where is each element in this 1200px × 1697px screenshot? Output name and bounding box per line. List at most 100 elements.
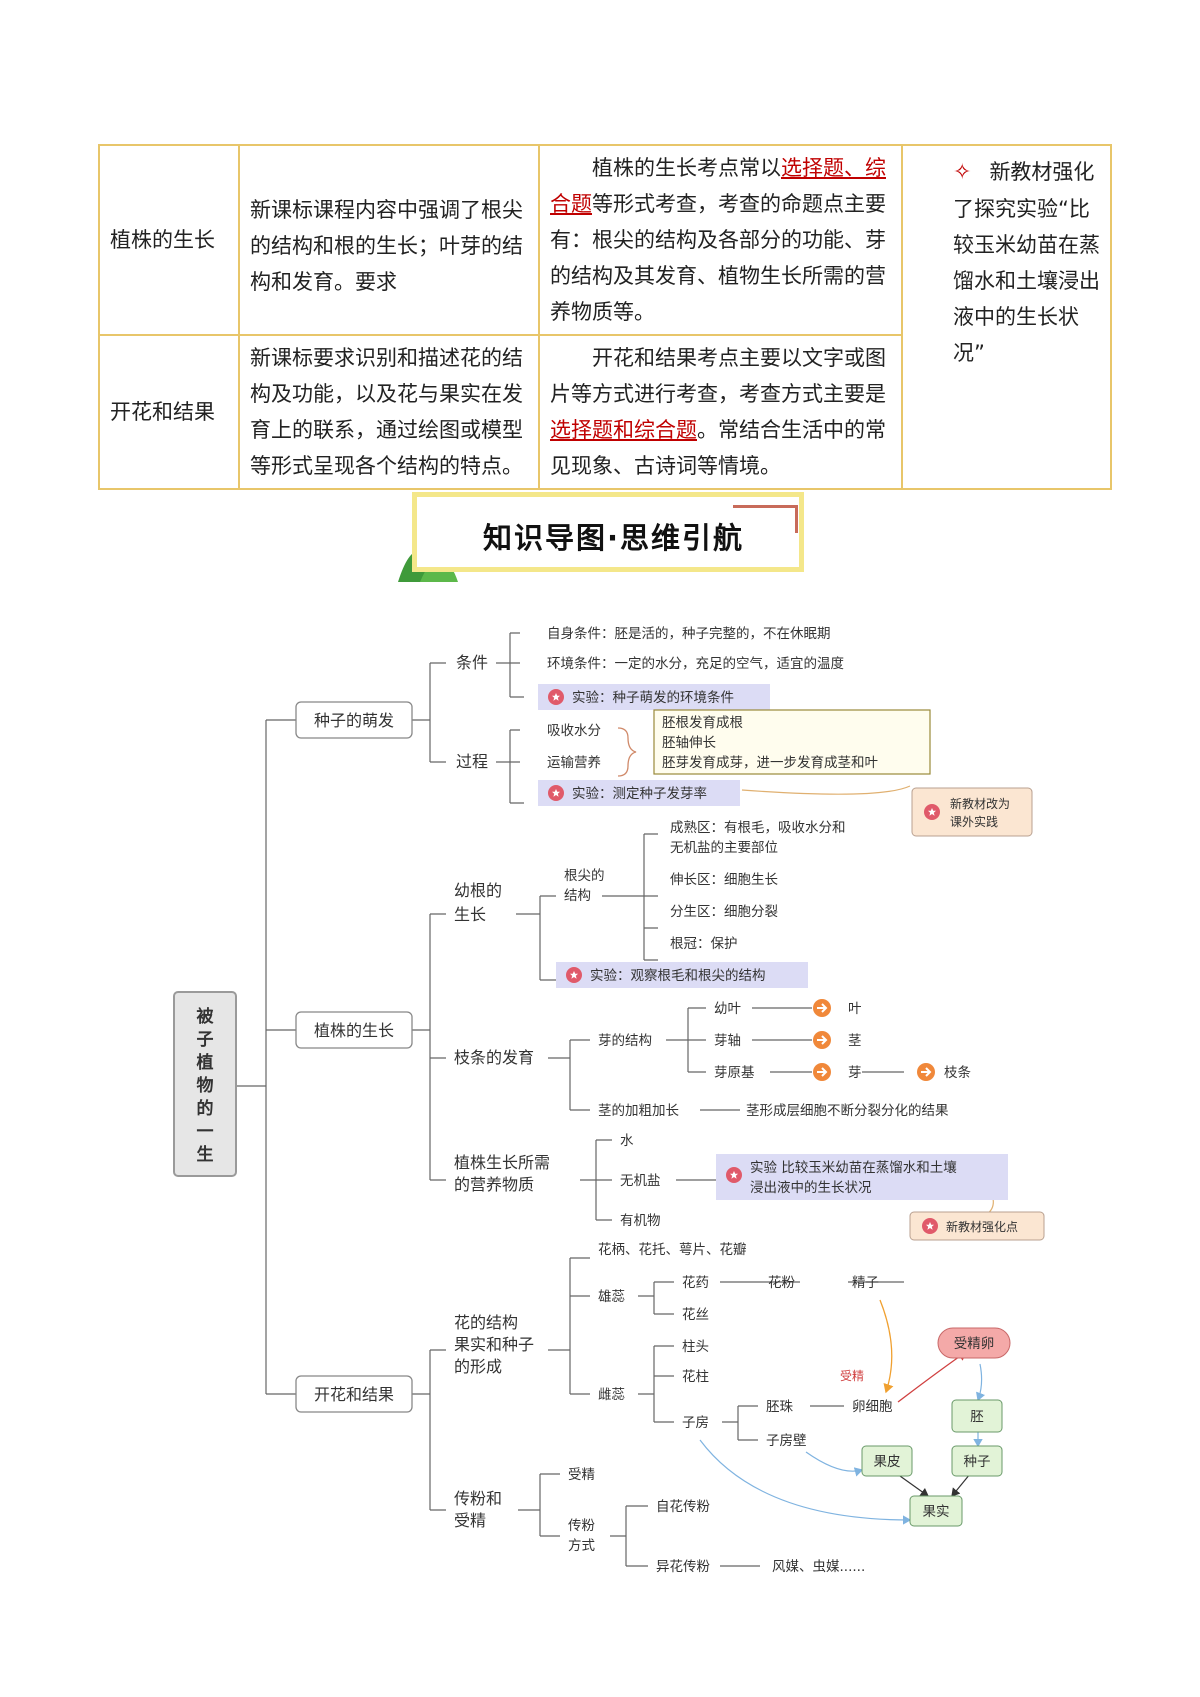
node-seed: 种子 xyxy=(964,1454,991,1470)
exam-text: 等形式考查，考查的命题点主要有：根尖的结构及各部分的功能、芽的结构及其发育、植物… xyxy=(550,192,886,324)
node-root-cap: 根冠：保护 xyxy=(670,936,738,952)
node-bud-axis: 芽轴 xyxy=(714,1033,741,1049)
table-row: 植株的生长 新课标课程内容中强调了根尖的结构和根的生长；叶芽的结构和发育。要求 … xyxy=(98,144,1112,490)
node-plumule: 胚芽发育成芽，进一步发育成茎和叶 xyxy=(662,755,878,771)
node-branch: 枝条 xyxy=(944,1064,972,1081)
exam-text: 开花和结果考点主要以文字或图片等方式进行考查，考查方式主要是 xyxy=(550,346,886,406)
node-flower-parts: 花柄、花托、萼片、花瓣 xyxy=(598,1242,747,1258)
node-self-condition: 自身条件：胚是活的，种子完整的，不在休眠期 xyxy=(547,625,831,642)
root-node: 被 子 植 物 的 一 生 xyxy=(173,991,237,1177)
node-ovary: 子房 xyxy=(682,1415,709,1431)
requirement-cell: 新课标课程内容中强调了根尖的结构和根的生长；叶芽的结构和发育。要求 xyxy=(238,144,540,336)
node-pollination: 传粉和 xyxy=(454,1489,502,1508)
node-pistil: 雌蕊 xyxy=(598,1387,626,1403)
node-meristem-zone: 分生区：细胞分裂 xyxy=(670,904,778,920)
note-new-textbook-focus: 新教材强化点 xyxy=(946,1219,1018,1234)
node-seed-germination: 种子的萌发 xyxy=(314,711,394,730)
node-hypocotyl: 胚轴伸长 xyxy=(662,735,716,751)
node-flowering-fruiting: 开花和结果 xyxy=(314,1385,394,1404)
node-pollination-method: 方式 xyxy=(568,1538,596,1554)
node-flower-structure: 花的结构 xyxy=(454,1313,518,1332)
node-cambium: 茎形成层细胞不断分裂分化的结果 xyxy=(746,1103,949,1119)
node-bud-primordium: 芽原基 xyxy=(714,1064,755,1081)
note-new-textbook: 新教材改为 xyxy=(950,796,1010,811)
flower-branch: 花的结构 果实和种子 的形成 花柄、花托、萼片、花瓣 雄蕊 花药 花粉 精子 花… xyxy=(454,1242,1011,1575)
note-text: 新教材强化了探究实验“比较玉米幼苗在蒸馏水和土壤浸出液中的生长状况” xyxy=(953,160,1100,365)
node-experiment-corn: 实验 比较玉米幼苗在蒸馏水和土壤 xyxy=(750,1159,957,1176)
node-stem: 茎 xyxy=(848,1033,862,1049)
node-nutrients: 的营养物质 xyxy=(454,1175,534,1194)
label-fertilization: 受精 xyxy=(840,1369,864,1383)
topic-cell: 开花和结果 xyxy=(98,334,240,490)
node-experiment-germination: 实验：种子萌发的环境条件 xyxy=(572,689,734,706)
node-self-pollination: 自花传粉 xyxy=(656,1499,710,1515)
table-row: 开花和结果 新课标要求识别和描述花的结构及功能，以及花与果实在发育上的联系，通过… xyxy=(98,334,1111,490)
node-maturation-zone: 成熟区：有根毛，吸收水分和 xyxy=(670,820,846,836)
node-style: 花柱 xyxy=(682,1369,709,1385)
star-badge-icon xyxy=(922,1218,938,1234)
star-badge-icon xyxy=(726,1167,742,1183)
node-env-condition: 环境条件：一定的水分，充足的空气，适宜的温度 xyxy=(547,655,844,672)
banner-title: 知识导图·思维引航 xyxy=(483,521,745,555)
node-ovary-wall: 子房壁 xyxy=(766,1433,807,1449)
section-banner: 知识导图·思维引航 xyxy=(412,492,804,572)
exam-cell: 开花和结果考点主要以文字或图片等方式进行考查，考查方式主要是选择题和综合题。常结… xyxy=(538,334,903,490)
exam-text: 植株的生长考点常以 xyxy=(592,156,781,180)
node-sperm: 精子 xyxy=(852,1275,879,1291)
node-bud-structure: 芽的结构 xyxy=(598,1033,652,1049)
node-conditions: 条件 xyxy=(456,653,488,672)
root-char: 植 xyxy=(197,1052,214,1073)
star-badge-icon xyxy=(548,785,564,801)
node-root-growth: 幼根的 xyxy=(454,881,502,900)
exam-info-table: 植株的生长 新课标课程内容中强调了根尖的结构和根的生长；叶芽的结构和发育。要求 … xyxy=(98,144,1112,490)
exam-highlight: 选择题和综合题 xyxy=(550,418,697,442)
node-egg-cell: 卵细胞 xyxy=(852,1399,893,1415)
root-char: 生 xyxy=(197,1144,214,1165)
root-char: 一 xyxy=(197,1122,214,1142)
connector-lines xyxy=(236,632,994,1567)
node-radicle: 胚根发育成根 xyxy=(662,715,743,731)
root-char: 物 xyxy=(197,1075,214,1096)
seed-branch: 条件 自身条件：胚是活的，种子完整的，不在休眠期 环境条件：一定的水分，充足的空… xyxy=(456,625,1033,837)
orange-arrow-icon xyxy=(813,1031,831,1049)
node-root-growth: 生长 xyxy=(454,905,486,924)
node-fertilization: 受精 xyxy=(568,1467,595,1483)
node-fruit: 果实 xyxy=(923,1504,950,1520)
node-root-tip: 根尖的 xyxy=(564,868,605,884)
orange-arrow-icon xyxy=(813,1063,831,1081)
node-process: 过程 xyxy=(456,752,488,771)
node-young-leaf: 幼叶 xyxy=(714,1001,741,1017)
exam-highlight: 选择题、综合题 xyxy=(550,156,886,216)
requirement-cell: 新课标要求识别和描述花的结构及功能，以及花与果实在发育上的联系，通过绘图或模型等… xyxy=(238,334,540,490)
node-flower-structure: 果实和种子 xyxy=(454,1335,534,1354)
node-experiment-root: 实验：观察根毛和根尖的结构 xyxy=(590,967,766,984)
node-plant-growth: 植株的生长 xyxy=(314,1021,394,1040)
orange-arrow-icon xyxy=(917,1063,935,1081)
node-shoot-development: 枝条的发育 xyxy=(454,1048,534,1067)
star-badge-icon xyxy=(566,967,582,983)
node-zygote: 受精卵 xyxy=(954,1336,995,1352)
note-cell: ✧新教材强化了探究实验“比较玉米幼苗在蒸馏水和土壤浸出液中的生长状况” xyxy=(901,144,1112,490)
node-root-tip: 结构 xyxy=(564,888,591,904)
node-mineral: 无机盐 xyxy=(620,1173,661,1189)
node-stem-thickening: 茎的加粗加长 xyxy=(598,1103,679,1119)
banner-decoration xyxy=(795,505,798,533)
node-experiment-germination-rate: 实验：测定种子发芽率 xyxy=(572,785,707,802)
star-badge-icon xyxy=(924,804,940,820)
node-maturation-zone: 无机盐的主要部位 xyxy=(670,840,778,856)
node-bud: 芽 xyxy=(848,1065,862,1081)
node-transport: 运输营养 xyxy=(547,755,601,771)
topic-cell: 植株的生长 xyxy=(98,144,240,336)
root-char: 子 xyxy=(197,1030,214,1050)
node-embryo: 胚 xyxy=(970,1409,984,1425)
node-flower-structure: 的形成 xyxy=(454,1357,502,1376)
node-organic: 有机物 xyxy=(620,1213,661,1229)
banner-decoration xyxy=(733,505,797,508)
star-badge-icon xyxy=(548,689,564,705)
node-elongation-zone: 伸长区：细胞生长 xyxy=(670,872,778,888)
node-absorb-water: 吸收水分 xyxy=(547,723,601,739)
node-ovule: 胚珠 xyxy=(766,1399,794,1415)
exam-cell: 植株的生长考点常以选择题、综合题等形式考查，考查的命题点主要有：根尖的结构及各部… xyxy=(538,144,903,336)
fertilization-arrows xyxy=(699,1299,986,1525)
